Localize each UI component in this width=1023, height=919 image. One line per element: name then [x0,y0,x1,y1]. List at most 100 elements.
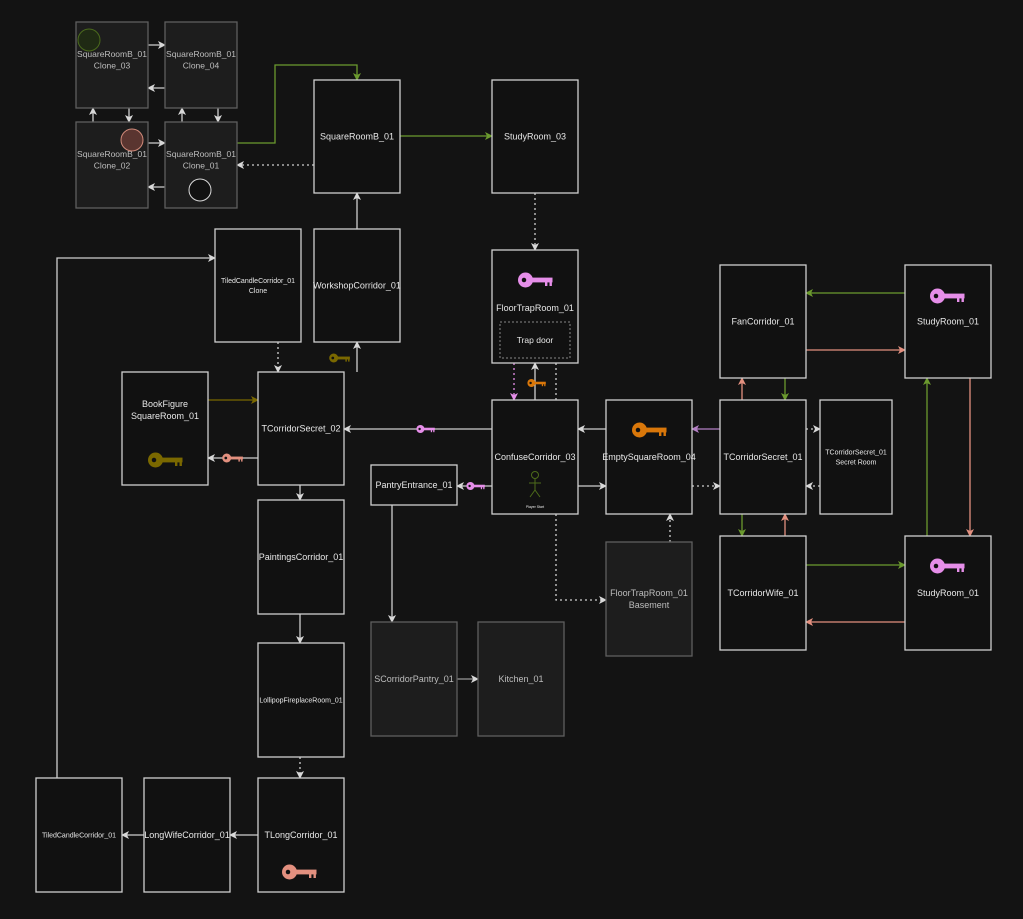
room-box [257,371,345,486]
room-box [491,249,579,364]
room-tiledCandle[interactable]: TiledCandleCorridor_01 [35,777,123,893]
room-label: TiledCandleCorridor_01 [221,278,295,285]
connection-arrow [555,514,607,604]
room-label: WorkshopCorridor_01 [313,281,401,291]
room-box [477,621,565,737]
player-start-stickman-icon [529,471,541,498]
red-circle-marker [120,128,144,152]
room-label: PantryEntrance_01 [375,480,452,490]
room-workshop[interactable]: WorkshopCorridor_01 [313,228,401,343]
room-label: TLongCorridor_01 [264,830,337,840]
connection-arrow [56,254,216,778]
room-label: FloorTrapRoom_01 [496,303,574,313]
room-label: ConfuseCorridor_03 [494,452,575,462]
room-box [904,535,992,651]
room-longWife[interactable]: LongWifeCorridor_01 [143,777,231,893]
room-label: LongWifeCorridor_01 [144,830,230,840]
room-box [719,535,807,651]
room-label: BookFigure [142,399,188,409]
room-box [313,228,401,343]
room-label: LollipopFireplaceRoom_01 [259,697,342,704]
room-label: Clone_02 [94,161,131,171]
room-kitchen[interactable]: Kitchen_01 [477,621,565,737]
room-label: SquareRoomB_01 [166,49,236,59]
key-icon [632,422,667,438]
room-box [491,399,579,515]
room-sCorridorPantry[interactable]: SCorridorPantry_01 [370,621,458,737]
connections [56,41,974,839]
room-box [257,642,345,758]
room-label: StudyRoom_01 [917,317,979,327]
room-label: SCorridorPantry_01 [374,674,454,684]
key-icon [416,425,435,433]
room-label: SquareRoomB_01 [77,49,147,59]
room-studyRoom01a[interactable]: StudyRoom_01 [904,264,992,379]
room-box [491,79,579,194]
room-box [719,264,807,379]
room-label: TiledCandleCorridor_01 [42,832,116,839]
room-label: SquareRoomB_01 [320,132,394,142]
green-circle-marker [77,28,101,52]
room-study03[interactable]: StudyRoom_03 [491,79,579,194]
room-box [257,499,345,615]
key-icon [329,353,350,363]
room-box [121,371,209,486]
room-lollipop[interactable]: LollipopFireplaceRoom_01 [257,642,345,758]
room-floorTrap[interactable]: FloorTrapRoom_01 [491,249,579,364]
trap-door-box [499,321,571,359]
key-icon [930,558,965,574]
room-label: StudyRoom_01 [917,588,979,598]
room-studyRoom01b[interactable]: StudyRoom_01 [904,535,992,651]
room-box [904,264,992,379]
key-icon [282,864,317,880]
room-tCorridorSecret02[interactable]: TCorridorSecret_02 [257,371,345,486]
room-tCorridorWife[interactable]: TCorridorWife_01 [719,535,807,651]
room-label: TCorridorSecret_01 [723,452,802,462]
room-box [143,777,231,893]
room-tLong[interactable]: TLongCorridor_01 [257,777,345,893]
room-box [164,21,238,109]
key-icon [930,288,965,304]
room-label: StudyRoom_03 [504,132,566,142]
room-emptySquare04[interactable]: EmptySquareRoom_04 [602,399,696,515]
room-confuse[interactable]: ConfuseCorridor_03 [491,399,579,515]
room-label: Clone_04 [183,61,220,71]
room-box [370,621,458,737]
room-box [214,228,302,343]
key-icon [518,272,553,288]
room-box [370,464,458,506]
room-label: PaintingsCorridor_01 [259,552,344,562]
room-label: SquareRoomB_01 [166,149,236,159]
room-box [605,541,693,657]
room-box [719,399,807,515]
key-icon [466,482,485,490]
key-icon [148,452,183,468]
room-tCorridorSecret01[interactable]: TCorridorSecret_01 [719,399,807,515]
key-icon [222,453,243,463]
rooms: SquareRoomB_01Clone_03SquareRoomB_01Clon… [35,21,992,893]
room-squareRoomB[interactable]: SquareRoomB_01 [313,79,401,194]
room-box [35,777,123,893]
room-label: Clone_03 [94,61,131,71]
room-label: Clone_01 [183,161,220,171]
connection-arrow [237,64,361,144]
room-pantryEntrance[interactable]: PantryEntrance_01 [370,464,458,506]
room-label: SquareRoomB_01 [77,149,147,159]
room-label: TCorridorWife_01 [727,588,798,598]
room-fanCorridor[interactable]: FanCorridor_01 [719,264,807,379]
room-paintings[interactable]: PaintingsCorridor_01 [257,499,345,615]
room-label: TCorridorSecret_02 [261,424,340,434]
key-icon [527,379,546,387]
room-label: Kitchen_01 [498,674,543,684]
room-label: Clone [249,288,267,295]
room-box [313,79,401,194]
room-label: FloorTrapRoom_01 [610,588,688,598]
